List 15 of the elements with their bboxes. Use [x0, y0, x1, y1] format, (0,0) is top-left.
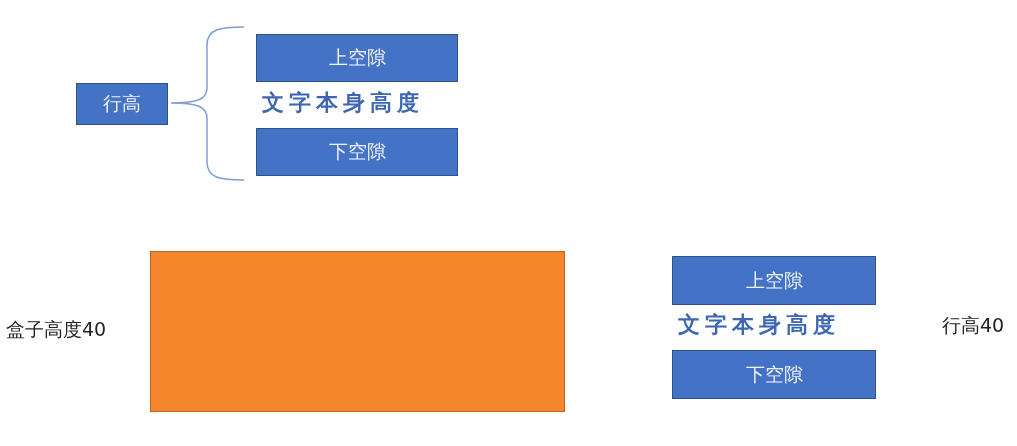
annotation-text: 行高40: [942, 314, 1005, 337]
box-text: 下空隙: [745, 361, 803, 387]
rectangle-shape: [150, 251, 565, 412]
process-box: [672, 256, 876, 305]
annotation-text: 盒子高度40: [6, 318, 107, 341]
box-text: 上空隙: [745, 267, 803, 293]
process-box: [76, 83, 168, 125]
sample-text: 文字本身高度: [262, 89, 424, 116]
box-text: 行高: [103, 91, 141, 116]
box-text: 上空隙: [328, 45, 386, 70]
sample-text: 文字本身高度: [678, 311, 840, 338]
process-box: [256, 34, 458, 82]
box-text: 下空隙: [328, 139, 386, 164]
process-box: [672, 350, 876, 399]
process-box: [256, 128, 458, 176]
